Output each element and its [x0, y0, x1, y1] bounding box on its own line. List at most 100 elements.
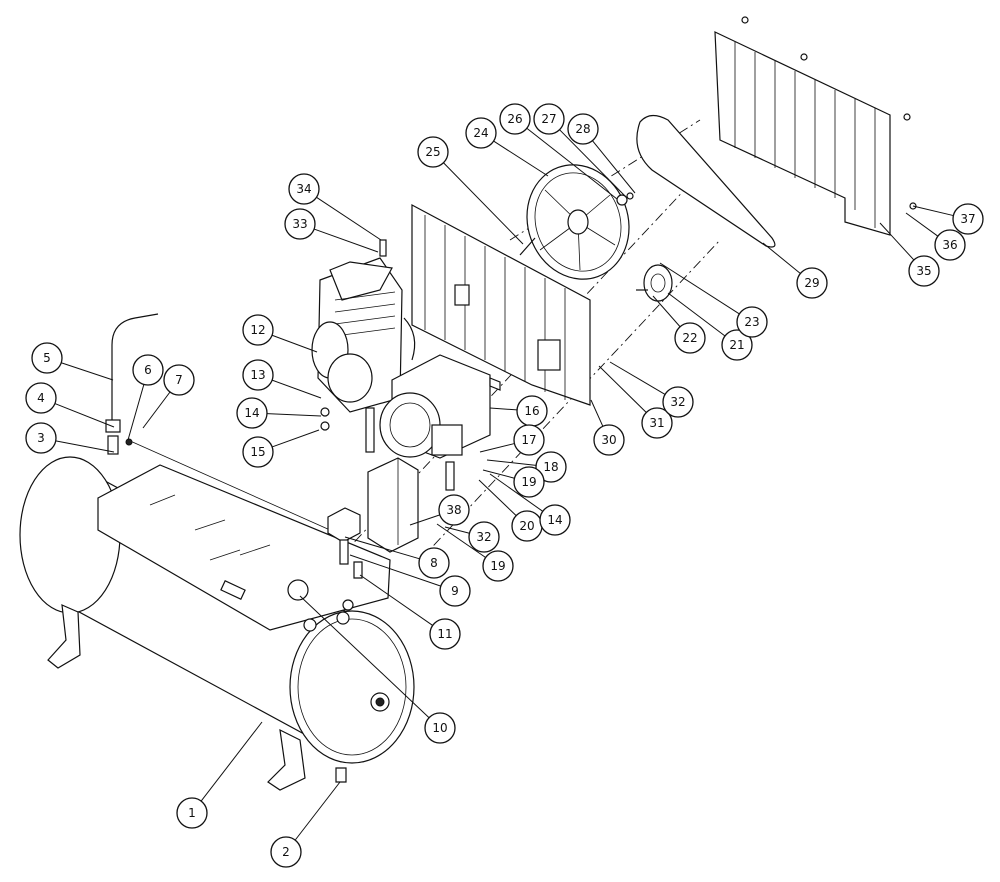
- base-plate: [97, 464, 391, 632]
- callout-circle: [499, 103, 531, 135]
- leader-line: [590, 399, 604, 427]
- callout-circle: [796, 267, 828, 299]
- callout-circle: [952, 203, 984, 235]
- callout-circle: [284, 208, 316, 240]
- leader-line: [436, 523, 486, 558]
- callout-24: 24: [465, 117, 549, 177]
- callout-circle: [176, 797, 208, 829]
- callout-circle: [641, 407, 673, 439]
- callout-label: 24: [473, 126, 488, 140]
- callout-label: 7: [175, 373, 183, 387]
- leader-line: [559, 129, 626, 197]
- callout-label: 36: [942, 238, 957, 252]
- callout-32: 32: [609, 361, 694, 418]
- leader-line: [299, 595, 430, 719]
- callout-label: 34: [296, 182, 311, 196]
- callout-34: 34: [288, 173, 382, 241]
- callout-circle: [242, 436, 274, 468]
- leader-line: [478, 479, 517, 516]
- callout-circle: [721, 329, 753, 361]
- callout-circle: [513, 466, 545, 498]
- callout-circle: [242, 359, 274, 391]
- callout-circle: [236, 397, 268, 429]
- callout-2: 2: [270, 781, 341, 868]
- callout-13: 13: [242, 359, 322, 399]
- callout-circle: [535, 451, 567, 483]
- motor-pulley: [636, 264, 673, 302]
- leader-line: [489, 473, 544, 512]
- leader-line: [667, 292, 726, 337]
- leader-line: [142, 391, 171, 429]
- belt-guard-back: [411, 203, 591, 406]
- callout-21: 21: [667, 292, 753, 361]
- callout-label: 32: [670, 395, 685, 409]
- callout-circle: [513, 424, 545, 456]
- leader-line: [127, 384, 145, 441]
- callout-3: 3: [25, 422, 115, 454]
- callout-label: 9: [451, 584, 459, 598]
- leader-line: [200, 721, 263, 802]
- leader-line: [659, 262, 740, 315]
- callout-label: 3: [37, 431, 45, 445]
- callout-26: 26: [499, 103, 618, 200]
- callout-label: 4: [37, 391, 45, 405]
- callout-circle: [438, 494, 470, 526]
- callout-circle: [539, 504, 571, 536]
- flywheel: [519, 164, 634, 280]
- leader-line: [54, 403, 115, 428]
- leader-line: [316, 196, 382, 241]
- callout-19: 19: [482, 466, 545, 498]
- callout-14: 14: [236, 397, 322, 429]
- callout-label: 31: [649, 416, 664, 430]
- callout-4: 4: [25, 382, 115, 428]
- callout-20: 20: [478, 479, 543, 542]
- leader-line: [762, 242, 801, 274]
- callout-circle: [567, 113, 599, 145]
- callout-label: 29: [804, 276, 819, 290]
- callout-circle: [31, 342, 63, 374]
- leader-line: [482, 469, 515, 479]
- callout-label: 23: [744, 315, 759, 329]
- leader-line: [493, 140, 549, 177]
- callout-15: 15: [242, 429, 320, 468]
- callout-label: 15: [250, 445, 265, 459]
- callout-29: 29: [762, 242, 828, 299]
- callout-17: 17: [479, 424, 545, 456]
- callout-label: 14: [244, 406, 259, 420]
- callout-label: 20: [519, 519, 534, 533]
- callout-label: 22: [682, 331, 697, 345]
- callout-label: 11: [437, 627, 452, 641]
- callout-label: 33: [292, 217, 307, 231]
- callout-label: 13: [250, 368, 265, 382]
- leader-line: [479, 443, 515, 453]
- callout-label: 30: [601, 433, 616, 447]
- leader-line: [271, 429, 320, 448]
- callout-circle: [674, 322, 706, 354]
- leader-line: [443, 162, 524, 245]
- callout-label: 12: [250, 323, 265, 337]
- callout-circle: [25, 422, 57, 454]
- callout-circle: [662, 386, 694, 418]
- callout-label: 28: [575, 122, 590, 136]
- callout-31: 31: [598, 365, 673, 439]
- callout-circle: [424, 712, 456, 744]
- callout-label: 6: [144, 363, 152, 377]
- callout-label: 19: [521, 475, 536, 489]
- leader-line: [609, 361, 666, 395]
- callout-label: 1: [188, 806, 196, 820]
- callout-circle: [132, 354, 164, 386]
- callout-label: 21: [729, 338, 744, 352]
- callout-circle: [593, 424, 625, 456]
- callout-label: 18: [543, 460, 558, 474]
- callout-label: 25: [425, 145, 440, 159]
- callout-33: 33: [284, 208, 379, 253]
- leader-line: [592, 140, 636, 194]
- callout-label: 37: [960, 212, 975, 226]
- leader-line: [486, 459, 537, 466]
- callout-circle: [270, 836, 302, 868]
- callout-7: 7: [142, 364, 195, 429]
- leader-line: [55, 440, 115, 453]
- leader-line: [271, 334, 318, 353]
- leader-line: [879, 222, 915, 261]
